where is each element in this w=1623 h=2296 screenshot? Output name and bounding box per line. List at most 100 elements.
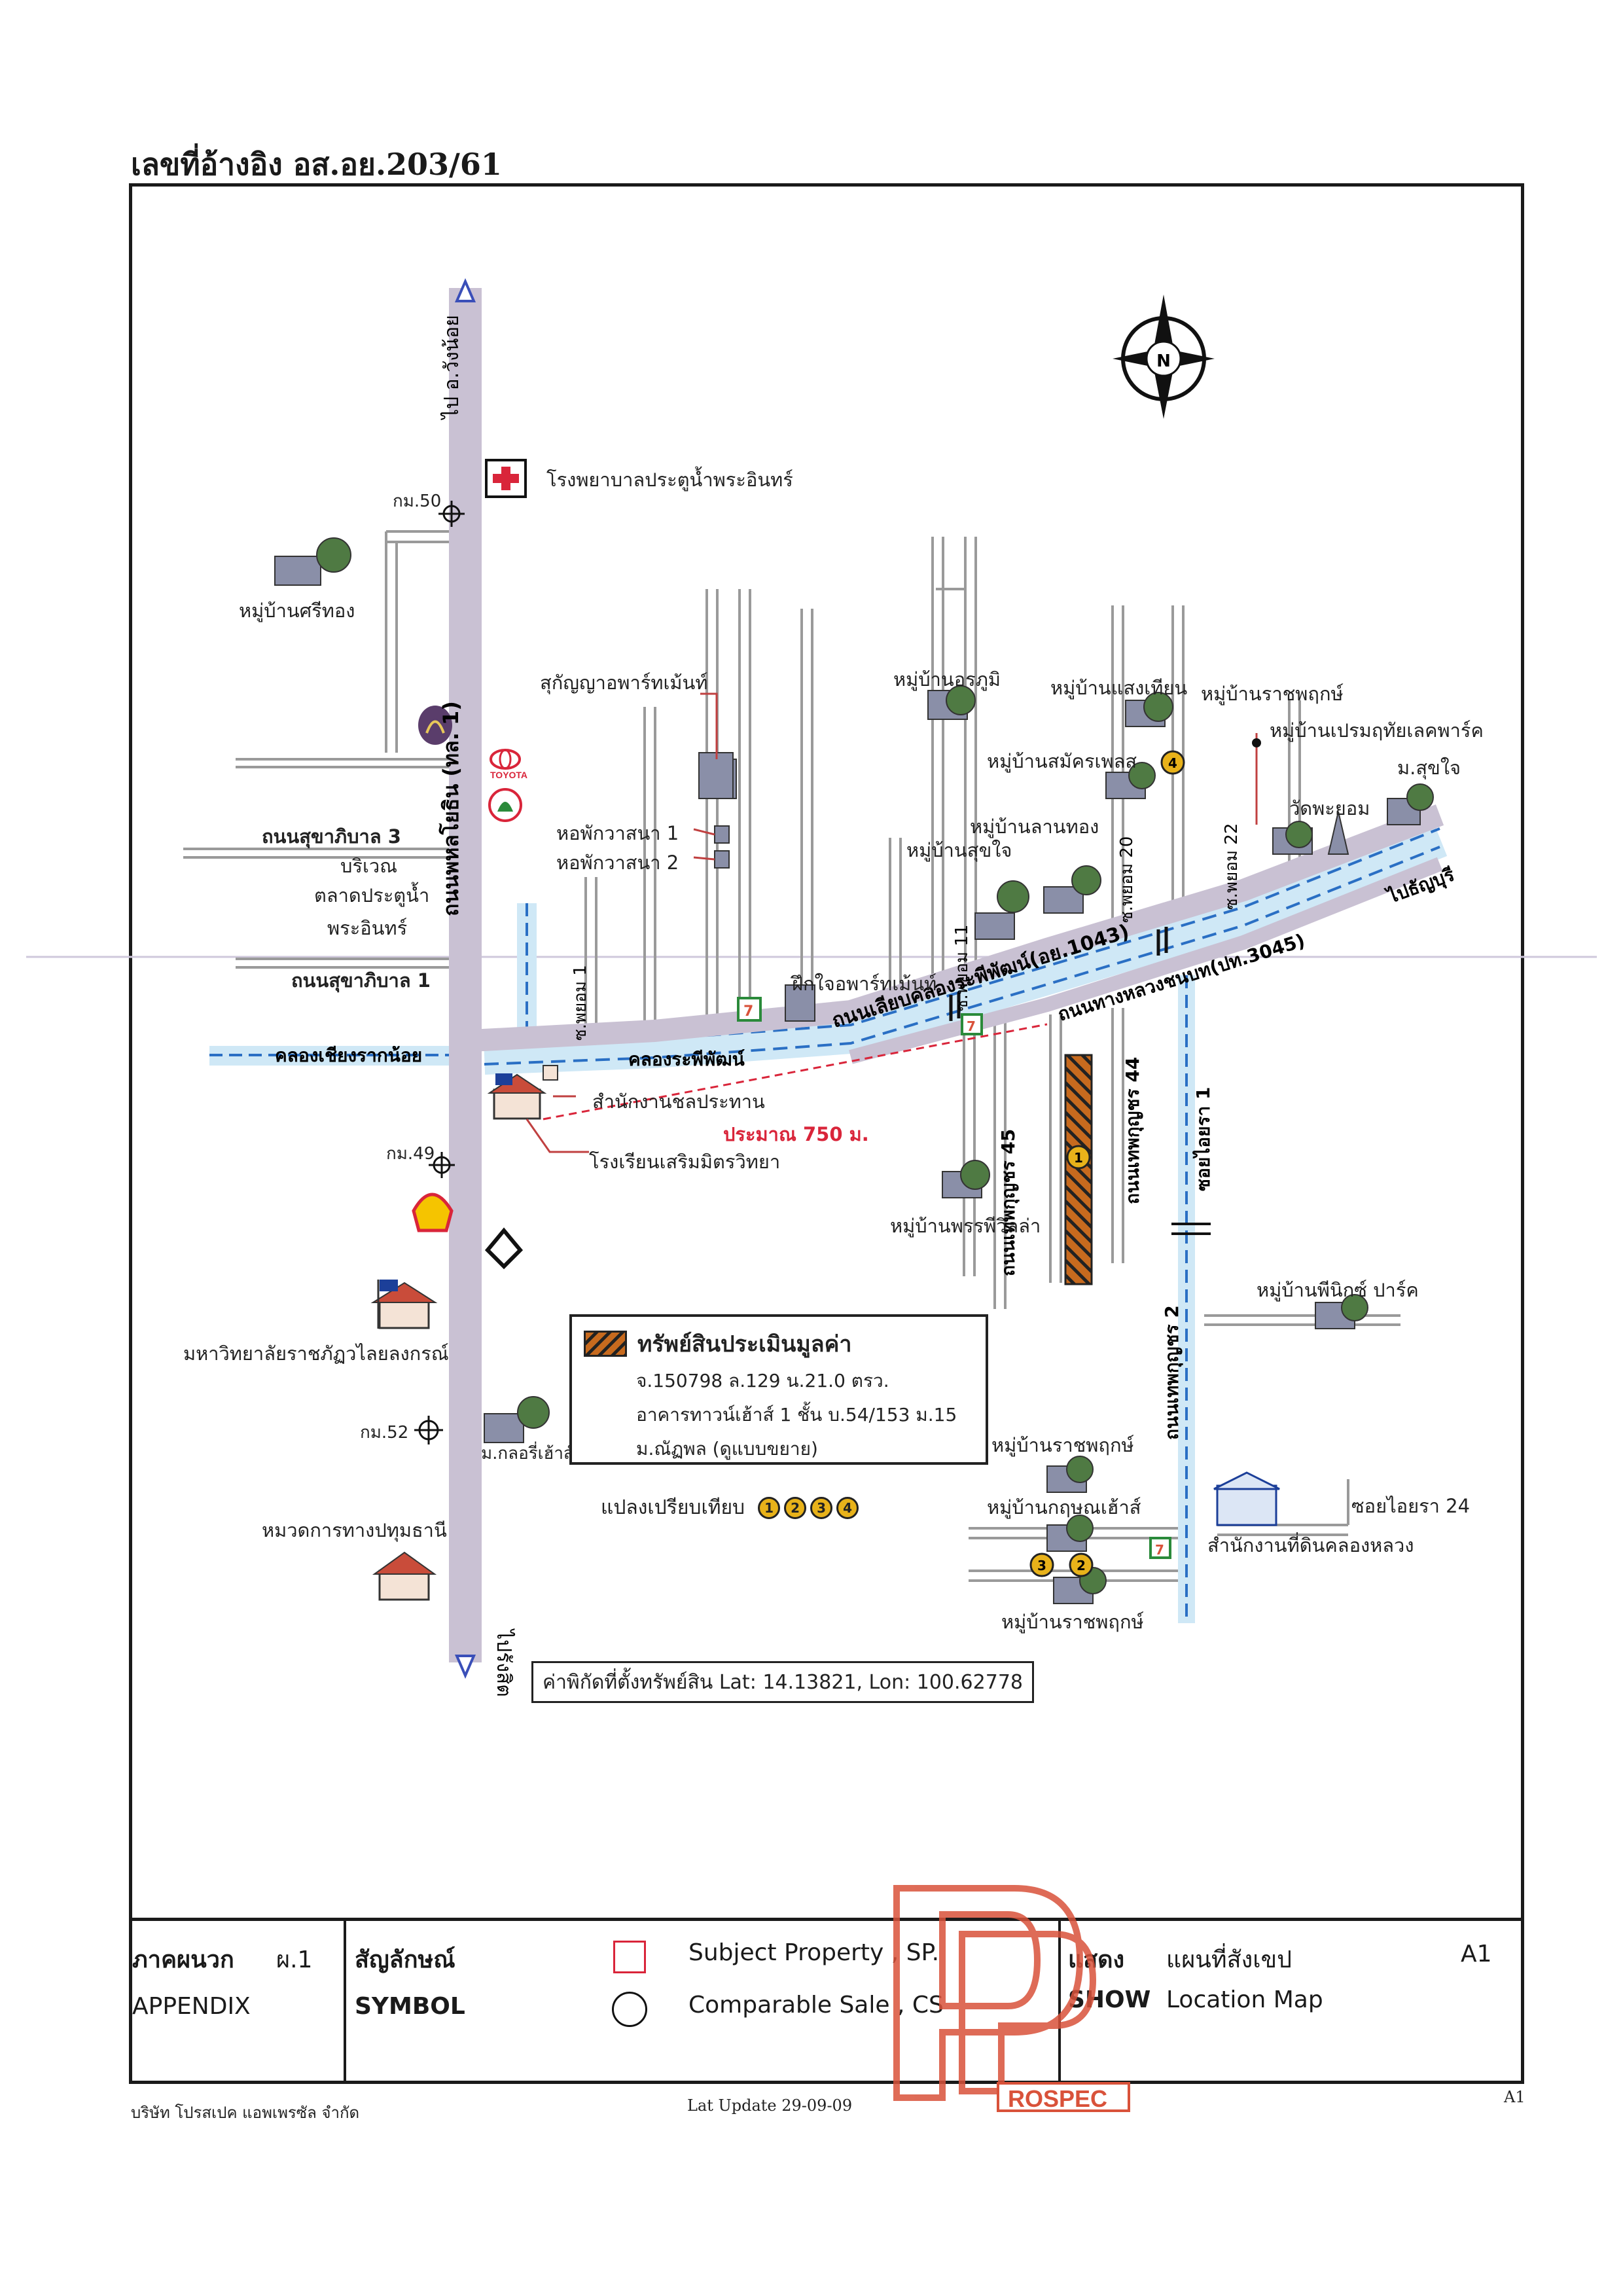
sukanya-label: สุกัญญาอพาร์ทเม้นท์ bbox=[540, 672, 708, 694]
ratchaphruek-mid-label: หมู่บ้านราชพฤกษ์ bbox=[991, 1434, 1134, 1456]
show-en: SHOW bbox=[1068, 1986, 1151, 2013]
comparable-sale-label: Comparable Sale , CS bbox=[688, 1992, 944, 2018]
hospital-label: โรงพยาบาลประตูน้ำพระอินทร์ bbox=[546, 469, 793, 491]
toyota-icon bbox=[490, 749, 521, 770]
subject-hatch-icon bbox=[584, 1331, 627, 1357]
marker-cs3 bbox=[1029, 1552, 1054, 1577]
coordinates-box: ค่าพิกัดที่ตั้งทรัพย์สิน Lat: 14.13821, … bbox=[531, 1661, 1034, 1703]
to-south-label: ไปรังสิต bbox=[492, 1628, 516, 1697]
map-en: Location Map bbox=[1166, 1986, 1323, 2013]
comparables-row: แปลงเปรียบเทียบ 1 2 3 4 bbox=[601, 1492, 859, 1523]
legend-title: ทรัพย์สินประเมินมูลค่า bbox=[637, 1331, 852, 1357]
arrow-north bbox=[454, 278, 476, 302]
prem-dot bbox=[1252, 738, 1261, 747]
comparable-badge: 3 bbox=[810, 1496, 833, 1519]
sheet-no: A1 bbox=[1461, 1941, 1492, 1967]
legend-line-3: ม.ณัฏพล (ดูแบบขยาย) bbox=[636, 1438, 818, 1460]
reference-number: เลขที่อ้างอิง อส.อย.203/61 bbox=[131, 147, 502, 182]
divider bbox=[1058, 1921, 1061, 2084]
marker-subject bbox=[1066, 1145, 1091, 1170]
appendix-no: ผ.1 bbox=[276, 1946, 313, 1973]
seven-eleven-text: 7 bbox=[743, 1003, 753, 1020]
to-north-label: ไป อ.วังน้อย bbox=[440, 315, 463, 420]
comparables-label: แปลงเปรียบเทียบ bbox=[601, 1496, 745, 1519]
bridge-marks bbox=[949, 927, 1168, 1021]
sukhaphiban1-label: ถนนสุขาภิบาล 1 bbox=[291, 969, 431, 992]
canal-west bbox=[209, 903, 537, 1066]
km50-label: กม.50 bbox=[393, 492, 442, 511]
fukjai-label: ฝึกใจอพาร์ทเม้นท์ bbox=[792, 973, 937, 995]
comparable-badge: 1 bbox=[758, 1496, 781, 1519]
wat-label: วัดพะยอม bbox=[1289, 797, 1370, 819]
bangkok-bank-icon bbox=[484, 1227, 524, 1270]
compass-north: N bbox=[1156, 351, 1171, 371]
km49-label: กม.49 bbox=[386, 1144, 435, 1164]
ratchaphruek-top-label: หมู่บ้านราชพฤกษ์ bbox=[1201, 683, 1344, 705]
distance-label: ประมาณ 750 ม. bbox=[723, 1123, 869, 1145]
land-office-label: สำนักงานที่ดินคลองหลวง bbox=[1207, 1534, 1414, 1556]
main-road bbox=[449, 288, 482, 1662]
soi-aiyara24-label: ซอยไอยรา 24 bbox=[1351, 1495, 1471, 1517]
irrigation-label: สำนักงานชลประทาน bbox=[592, 1090, 765, 1113]
thep45-label: ถนนเทพกุญชร 45 bbox=[997, 1129, 1020, 1276]
legend-box: ทรัพย์สินประเมินมูลค่า จ.150798 ล.129 น.… bbox=[569, 1314, 988, 1465]
logo-text: ROSPEC bbox=[1008, 2085, 1108, 2112]
appendix-en: APPENDIX bbox=[132, 1993, 251, 2020]
symbol-en: SYMBOL bbox=[355, 1993, 465, 2020]
samakplace-label: หมู่บ้านสมัครเพลส bbox=[987, 750, 1137, 772]
footer-company: บริษัท โปรสเปค แอพเพรซัล จำกัด bbox=[131, 2104, 360, 2122]
marker-cs2-label: 2 bbox=[1077, 1558, 1086, 1573]
legend-title-row: ทรัพย์สินประเมินมูลค่า bbox=[584, 1326, 974, 1361]
shell-icon bbox=[412, 1193, 454, 1232]
comparable-circle-icon bbox=[612, 1992, 647, 2027]
klorise-label: ม.กลอรี่เฮ้าส์ bbox=[481, 1444, 574, 1463]
school-icon bbox=[487, 1073, 547, 1120]
kasikorn-icon bbox=[488, 788, 522, 822]
subject-property bbox=[1064, 1054, 1093, 1285]
comparable-badge: 2 bbox=[784, 1496, 807, 1519]
kritsana-label: หมู่บ้านกฤษณเฮ้าส์ bbox=[987, 1496, 1141, 1518]
seven-eleven-icon bbox=[737, 997, 1171, 1559]
soi-phayom1-label: ซ.พยอม 1 bbox=[571, 965, 590, 1041]
prospec-logo-icon bbox=[893, 1885, 1130, 2112]
main-road-label: ถนนพหลโยธิน (ทล. 1) bbox=[438, 701, 463, 916]
km-markers bbox=[414, 501, 465, 1444]
arrow-south bbox=[454, 1655, 476, 1679]
toyota-text: TOYOTA bbox=[490, 770, 527, 780]
soi-aiyara1-label: ซอยไอยรา 1 bbox=[1192, 1086, 1214, 1191]
university-icon bbox=[370, 1280, 438, 1329]
road-thep2 bbox=[1171, 975, 1211, 1623]
land-office-icon bbox=[1213, 1471, 1280, 1526]
irrigation-icon bbox=[543, 1065, 558, 1081]
marker-subject-label: 1 bbox=[1074, 1150, 1083, 1166]
highway-dept-label: หมวดการทางปทุมธานี bbox=[262, 1519, 447, 1541]
market-label-2: ตลาดประตูน้ำ bbox=[314, 884, 430, 906]
symbol-th: สัญลักษณ์ bbox=[355, 1946, 455, 1973]
highway-3045 bbox=[849, 857, 1443, 1064]
subject-square-icon bbox=[613, 1941, 646, 1973]
dorm1-label: หอพักวาสนา 1 bbox=[556, 822, 679, 844]
comparable-badge: 4 bbox=[836, 1496, 859, 1519]
apartment-icons bbox=[698, 752, 734, 799]
house-icons bbox=[274, 537, 1434, 1604]
title-block: ภาคผนวก ผ.1 APPENDIX สัญลักษณ์ SYMBOL Su… bbox=[129, 1918, 1524, 2084]
temple-icon bbox=[1327, 811, 1349, 855]
km52-label: กม.52 bbox=[360, 1423, 409, 1443]
sukjai-m-label: ม.สุขใจ bbox=[1397, 757, 1461, 779]
market-label-3: พระอินทร์ bbox=[327, 917, 408, 939]
soi-phayom22-label: ซ.พยอม 22 bbox=[1222, 823, 1241, 910]
khlong-chiang-label: คลองเชียงรากน้อย bbox=[275, 1045, 422, 1066]
canal-road bbox=[471, 804, 1444, 1052]
footer-sheet: A1 bbox=[1504, 2088, 1525, 2106]
school-label: โรงเรียนเสริมมิตรวิทยา bbox=[589, 1151, 781, 1173]
compass-icon bbox=[1113, 295, 1215, 419]
phinik-label: หมู่บ้านพีนิกซ์ ปาร์ค bbox=[1257, 1279, 1419, 1301]
marker-cs2 bbox=[1069, 1552, 1094, 1577]
saengtian-label: หมู่บ้านแสงเทียน bbox=[1050, 677, 1188, 699]
minor-roads bbox=[183, 530, 1400, 1582]
bank-icon bbox=[418, 706, 452, 745]
legend-line-1: จ.150798 ล.129 น.21.0 ตรว. bbox=[636, 1370, 889, 1391]
hospital-icon bbox=[485, 459, 527, 498]
map-th: แผนที่สังเขป bbox=[1166, 1946, 1292, 1973]
